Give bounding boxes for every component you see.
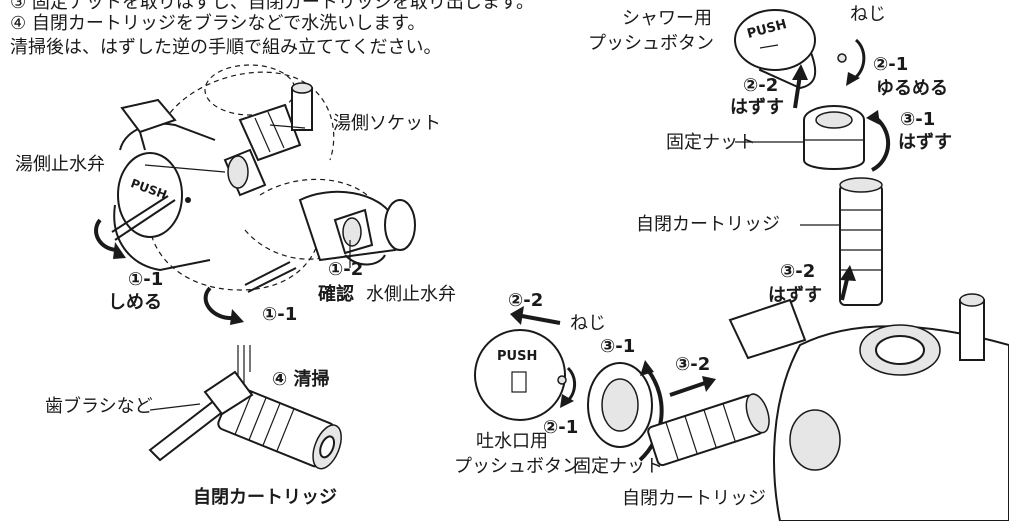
shower-step-2-2-action: はずす bbox=[730, 97, 784, 118]
spout-button-name-1: 吐水口用 bbox=[476, 431, 548, 452]
spout-step-2-1: ②-1 bbox=[543, 417, 579, 438]
instruction-line-3: ③ 固定ナットを取りはずし、自閉カートリッジを取り出します。 bbox=[10, 0, 535, 13]
label-cold-valve: 水側止水弁 bbox=[366, 284, 456, 305]
shower-step-2-1-num: ②-1 bbox=[873, 54, 909, 75]
spout-push-badge: PUSH bbox=[497, 349, 537, 364]
label-toothbrush: 歯ブラシなど bbox=[45, 396, 153, 417]
step-1-2-action: 確認 bbox=[318, 284, 354, 305]
spout-cartridge-label: 自閉カートリッジ bbox=[622, 488, 766, 509]
shower-button-name-1: シャワー用 bbox=[622, 8, 712, 29]
step-1-2-label: ①-2 bbox=[328, 259, 364, 280]
shower-step-3-1-num: ③-1 bbox=[900, 109, 936, 130]
label-hot-socket: 湯側ソケット bbox=[333, 113, 441, 134]
shower-fixed-nut-label: 固定ナット bbox=[666, 132, 756, 153]
instruction-line-4: ④ 自閉カートリッジをブラシなどで水洗いします。 bbox=[10, 13, 426, 34]
spout-screw-label: ねじ bbox=[570, 313, 606, 334]
spout-step-3-1: ③-1 bbox=[600, 336, 636, 357]
instruction-reassemble: 清掃後は、はずした逆の手順で組み立ててください。 bbox=[10, 37, 442, 58]
shower-screw-label: ねじ bbox=[850, 4, 886, 25]
shower-step-3-1-action: はずす bbox=[898, 132, 952, 153]
shower-step-2-1-action: ゆるめる bbox=[876, 78, 948, 99]
step-1-1-second: ①-1 bbox=[262, 304, 298, 325]
label-clean-cartridge: 自閉カートリッジ bbox=[193, 487, 337, 508]
shower-cartridge-label: 自閉カートリッジ bbox=[636, 214, 780, 235]
shower-step-3-2-action: はずす bbox=[768, 285, 822, 306]
step-4-clean: ④ 清掃 bbox=[272, 369, 330, 390]
shower-step-2-2-num: ②-2 bbox=[743, 75, 779, 96]
spout-fixed-nut-label: 固定ナット bbox=[573, 456, 663, 477]
shower-button-name-2: プッシュボタン bbox=[588, 33, 714, 54]
cleaning-illustration bbox=[148, 345, 342, 470]
spout-button-name-2: プッシュボタン bbox=[454, 456, 580, 477]
shower-button-exploded: PUSH bbox=[734, 9, 891, 306]
step-1-1-action: しめる bbox=[108, 292, 162, 313]
shower-step-3-2-num: ③-2 bbox=[780, 261, 816, 282]
spout-button-exploded: PUSH bbox=[474, 293, 1009, 521]
faucet-body-left: PUSH bbox=[94, 64, 416, 325]
spout-step-3-2: ③-2 bbox=[675, 354, 711, 375]
spout-step-2-2: ②-2 bbox=[508, 290, 544, 311]
label-hot-valve: 湯側止水弁 bbox=[15, 154, 105, 175]
step-1-1-label: ①-1 bbox=[128, 269, 164, 290]
